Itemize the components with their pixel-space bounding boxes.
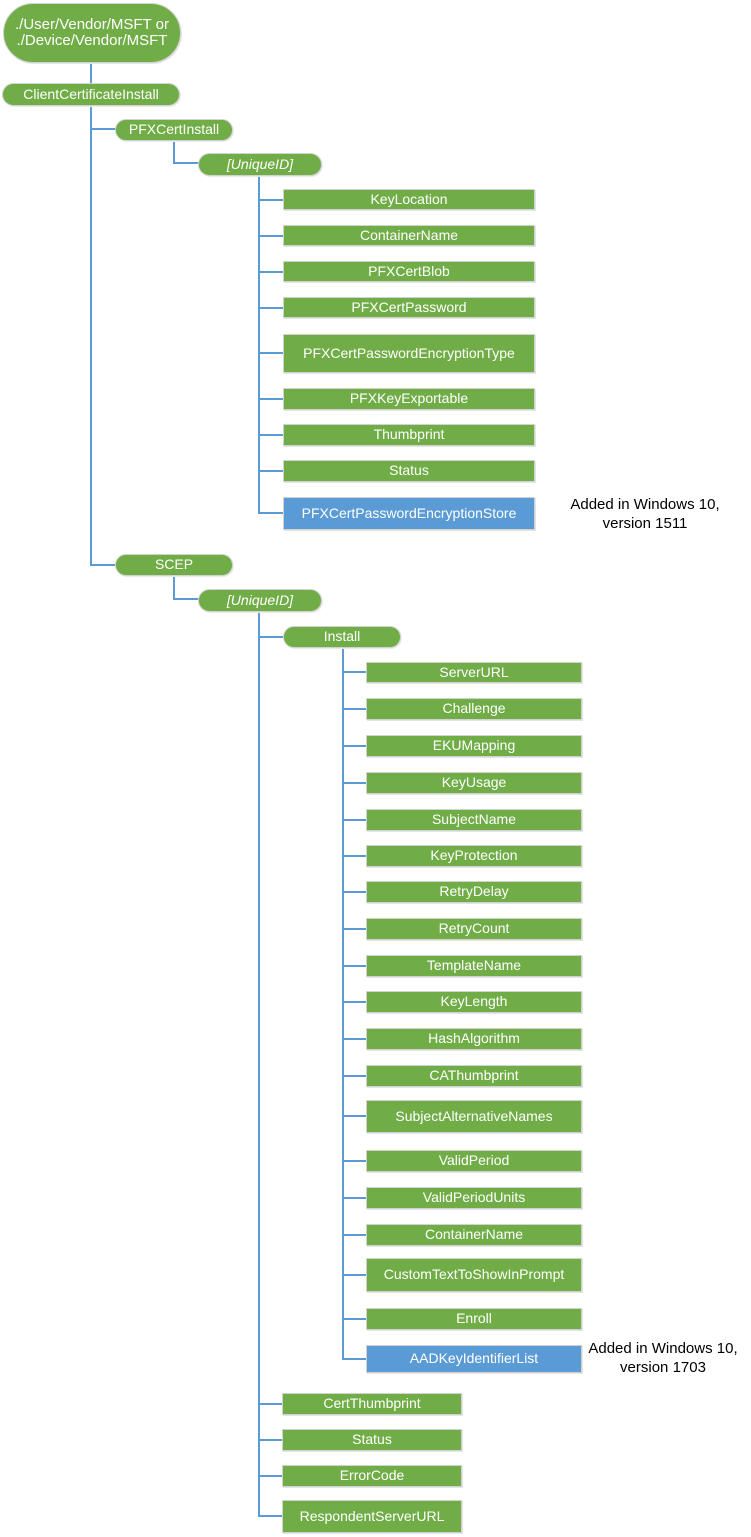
annotation-added-1511: Added in Windows 10, version 1511	[540, 496, 750, 534]
connector-line	[173, 598, 199, 600]
connector-line	[342, 671, 366, 673]
node-keylocation: KeyLocation	[283, 189, 535, 210]
node-status-scep: Status	[282, 1429, 462, 1451]
root-path-line2: ./Device/Vendor/MSFT	[16, 32, 168, 49]
node-retrydelay: RetryDelay	[366, 881, 582, 903]
root-path-line1: ./User/Vendor/MSFT or	[15, 15, 169, 33]
connector-line	[258, 352, 283, 354]
node-respondentserverurl: RespondentServerURL	[282, 1500, 462, 1533]
connector-line	[342, 928, 366, 930]
node-subjectalternativenames: SubjectAlternativeNames	[366, 1100, 582, 1133]
node-hashalgorithm: HashAlgorithm	[366, 1028, 582, 1050]
connector-line	[342, 891, 366, 893]
node-keyprotection: KeyProtection	[366, 845, 582, 867]
node-containername: ContainerName	[283, 225, 535, 246]
connector-line	[342, 1234, 366, 1236]
node-ekumapping: EKUMapping	[366, 735, 582, 757]
node-certthumbprint: CertThumbprint	[282, 1393, 462, 1415]
node-templatename: TemplateName	[366, 955, 582, 977]
connector-line	[342, 648, 344, 1360]
node-pfxkeyexportable: PFXKeyExportable	[283, 388, 535, 410]
connector-line	[342, 855, 366, 857]
connector-line	[258, 307, 283, 309]
connector-line	[258, 434, 283, 436]
connector-line	[90, 106, 92, 566]
node-pfxcertpasswordencryptiontype: PFXCertPasswordEncryptionType	[283, 334, 535, 373]
node-retrycount: RetryCount	[366, 918, 582, 940]
connector-line	[258, 636, 283, 638]
annotation-added-1703: Added in Windows 10, version 1703	[575, 1340, 751, 1378]
connector-line	[258, 1475, 282, 1477]
connector-line	[342, 782, 366, 784]
connector-line	[342, 1197, 366, 1199]
connector-line	[342, 819, 366, 821]
connector-line	[342, 745, 366, 747]
connector-line	[90, 128, 117, 130]
annotation-1511-line2: version 1511	[602, 514, 688, 532]
connector-line	[342, 1001, 366, 1003]
connector-line	[342, 1358, 366, 1360]
node-pfxcertinstall: PFXCertInstall	[115, 119, 233, 141]
annotation-1703-line2: version 1703	[620, 1358, 706, 1376]
node-pfxcertpassword: PFXCertPassword	[283, 297, 535, 318]
connector-line	[258, 271, 283, 273]
node-serverurl: ServerURL	[366, 662, 582, 683]
node-status-pfx: Status	[283, 460, 535, 482]
connector-line	[342, 1115, 366, 1117]
node-keyusage: KeyUsage	[366, 772, 582, 794]
node-pfxcertblob: PFXCertBlob	[283, 261, 535, 282]
connector-line	[258, 1439, 282, 1441]
connector-line	[258, 612, 260, 1517]
connector-line	[258, 175, 260, 514]
connector-line	[342, 1274, 366, 1276]
node-pfx-uniqueid: [UniqueID]	[198, 153, 322, 176]
node-keylength: KeyLength	[366, 991, 582, 1013]
node-validperiodunits: ValidPeriodUnits	[366, 1187, 582, 1209]
node-cathumbprint: CAThumbprint	[366, 1065, 582, 1087]
node-install: Install	[283, 626, 401, 648]
annotation-1511-line1: Added in Windows 10,	[570, 496, 720, 513]
connector-line	[90, 63, 92, 83]
connector-line	[342, 965, 366, 967]
node-validperiod: ValidPeriod	[366, 1150, 582, 1172]
node-scep: SCEP	[115, 554, 233, 576]
connector-line	[173, 162, 199, 164]
node-errorcode: ErrorCode	[282, 1465, 462, 1487]
connector-line	[342, 1318, 366, 1320]
annotation-1703-line1: Added in Windows 10,	[588, 1340, 738, 1357]
node-subjectname: SubjectName	[366, 809, 582, 831]
connector-line	[258, 512, 283, 514]
connector-line	[258, 1515, 282, 1517]
node-containername-scep: ContainerName	[366, 1224, 582, 1246]
node-clientcertificateinstall: ClientCertificateInstall	[2, 83, 180, 106]
connector-line	[173, 141, 175, 164]
connector-line	[258, 470, 283, 472]
connector-line	[342, 1075, 366, 1077]
node-thumbprint: Thumbprint	[283, 424, 535, 446]
connector-line	[258, 1403, 282, 1405]
connector-line	[90, 564, 115, 566]
connector-line	[258, 199, 283, 201]
connector-line	[342, 1160, 366, 1162]
connector-line	[173, 576, 175, 600]
node-challenge: Challenge	[366, 698, 582, 720]
node-scep-uniqueid: [UniqueID]	[198, 589, 322, 612]
node-root-path: ./User/Vendor/MSFT or ./Device/Vendor/MS…	[3, 3, 181, 63]
node-pfxcertpasswordencryptionstore: PFXCertPasswordEncryptionStore	[283, 497, 535, 530]
node-enroll: Enroll	[366, 1308, 582, 1330]
connector-line	[258, 398, 283, 400]
connector-line	[342, 1038, 366, 1040]
connector-line	[342, 708, 366, 710]
node-customtexttoshowinprompt: CustomTextToShowInPrompt	[366, 1258, 582, 1292]
connector-line	[258, 235, 283, 237]
node-aadkeyidentifierlist: AADKeyIdentifierList	[366, 1345, 582, 1373]
